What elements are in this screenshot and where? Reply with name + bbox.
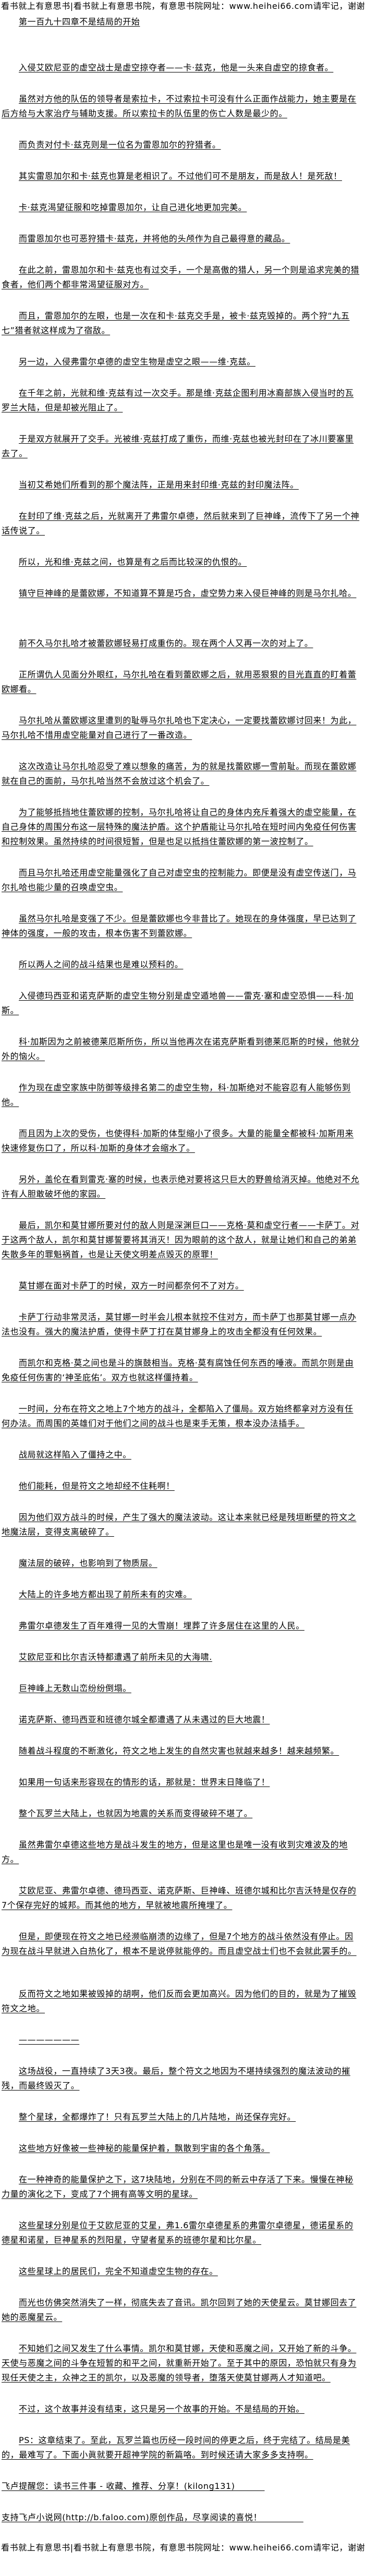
paragraph: 所以两人之间的战斗结果也是难以预料的。 <box>19 959 184 969</box>
paragraph: 正所谓仇人见面分外眼红，马尔扎哈在看到蕾欧娜之后，就用恶狠狠的目光直直的盯着蕾欧… <box>2 670 357 694</box>
paragraph: 因为他们双方战斗的时候，产生了强大的魔法波动。这让本来就已经是残垣断壁的符文之地… <box>2 1512 357 1537</box>
paragraph: 为了能够抵挡地住蕾欧娜的控制，马尔扎哈将让自己的身体内充斥着强大的虚空能量，在自… <box>2 807 357 846</box>
paragraph: 反而符文之地如果被毁掉的胡啊，他们反而会更加高兴。因为他们的目的，就是为了摧毁符… <box>2 1989 357 2013</box>
site-notes: 飞卢提醒您：读书三件事 - 收藏、推荐、分享！(kilong131) 支持飞卢小… <box>2 2479 361 2525</box>
site-banner-top: 看书就上有意思书|看书就上有意思书院，有意思书院网址：www.heihei66.… <box>1 1 365 11</box>
paragraph: 艾欧尼亚、弗雷尔卓德、德玛西亚、诺克萨斯、巨神峰、班德尔城和比尔吉沃特是仅存的7… <box>2 1886 357 1910</box>
paragraph: 大陆上的许多地方都出现了前所未有的灾难。 <box>19 1589 192 1599</box>
paragraph: 马尔扎哈从蕾欧娜这里遭到的耻辱马尔扎哈也下定决心，一定要找蕾欧娜讨回来！为此，马… <box>2 715 357 740</box>
paragraph: PS：这章结束了。至此，瓦罗兰篇也历经一段时间的停更之后，终于完结了。结局是美的… <box>2 2435 350 2460</box>
paragraph: 巨神峰上无数山峦纷纷倒塌。 <box>19 1683 131 1693</box>
paragraph: 随着战斗程度的不断激化，符文之地上发生的自然灾害也就越来越多！越来越频繁。 <box>19 1746 339 1756</box>
chapter-body: 入侵艾欧尼亚的虚空战士是虚空掠夺者——卡·兹克，他是一头来自虚空的掠食者。虽然对… <box>2 60 361 2462</box>
paragraph: 战局就这样陷入了僵持之中。 <box>19 1450 131 1460</box>
paragraph: 不知她们之间又发生了什么事情。凯尔和莫甘娜，天使和恶魔之间，又开始了新的斗争。天… <box>2 2343 357 2383</box>
paragraph: 另外，盖伦在看到雷克·塞的时候，也表示绝对要将这只巨大的野兽给消灭掉。他绝对不允… <box>2 1174 360 1199</box>
paragraph: 在一种神奇的能量保护之下，这7块陆地，分别在不同的新云中存活了下来。慢慢在神秘力… <box>2 2174 354 2199</box>
paragraph: 而且因为上次的受伤，也使得科·加斯的体型缩小了很多。大量的能量全都被科·加斯用来… <box>2 1128 354 1153</box>
paragraph: 一时间，分布在符文之地上7个地方的战斗，全都陷入了僵局。双方始终都拿对方没有任何… <box>2 1404 354 1428</box>
paragraph: 虽然对方他的队伍的领导者是索拉卡，不过索拉卡可没有什么正面作战能力，她主要是在后… <box>2 94 357 118</box>
paragraph: 他们能耗，但是符文之地却经不住耗啊！ <box>19 1481 175 1491</box>
paragraph: 虽然弗雷尔卓德这些地方是战斗发生的地方，但是这里也是唯一没有收到灾难波及的地方。 <box>2 1840 348 1864</box>
reading-reminder: 飞卢提醒您：读书三件事 - 收藏、推荐、分享！(kilong131) <box>2 2481 265 2491</box>
paragraph: 而且，雷恩加尔的左眼，也是一次在和卡·兹克交手是，被卡·兹克毁掉的。两个狩“九五… <box>2 311 350 335</box>
paragraph: 而凯尔和克格·莫之间也是斗的旗鼓相当。克格·莫有腐蚀任何东西的唾液。而凯尔则是由… <box>2 1358 354 1382</box>
site-banner-bottom: 看书就上有意思书|看书就上有意思书院，有意思书院网址：www.heihei66.… <box>1 2543 365 2553</box>
chapter-title: 第一百九十四章不是结局的开始 <box>19 17 140 27</box>
paragraph: 入侵德玛西亚和诺克萨斯的虚空生物分别是虚空遁地兽——雷克·塞和虚空恐惧——科·加… <box>2 991 354 1015</box>
paragraph: 在封印了维·克兹之后，光就离开了弗雷尔卓德，然后就来到了巨神峰，流传下了另一个神… <box>2 511 360 536</box>
paragraph: 镇守巨神峰的是蕾欧娜，不知道算不算是巧合，虚空势力来入侵巨神峰的则是马尔扎哈。 <box>19 588 357 598</box>
paragraph: 其实雷恩加尔和卡·兹克也算是老相识了。不过他们可不是朋友，而是敌人！是死敌！ <box>19 171 342 181</box>
paragraph: 但是，即便现在符文之地已经濒临崩溃的边缘了，但是7个地方的战斗依然没有停止。因为… <box>2 1931 357 1956</box>
paragraph: 不过，这个故事并没有结束，这只是另一个故事的开始。不是结局的开始。 <box>19 2404 305 2414</box>
paragraph: 诺克萨斯、德玛西亚和班德尔城全都遭遇了从未遇过的巨大地震！ <box>19 1715 270 1724</box>
chapter-content: 第一百九十四章不是结局的开始 入侵艾欧尼亚的虚空战士是虚空掠夺者——卡·兹克，他… <box>0 14 361 2525</box>
paragraph: 莫甘娜在面对卡萨丁的时候，双方一时间都奈何不了对方。 <box>19 1281 244 1291</box>
paragraph: 而且马尔扎哈还用虚空能量强化了自己对虚空虫的控制能力。即便是没有虚空传送门，马尔… <box>2 868 357 892</box>
paragraph: 艾欧尼亚和比尔吉沃特都遭遇了前所未见的大海啸. <box>19 1652 212 1662</box>
paragraph: 入侵艾欧尼亚的虚空战士是虚空掠夺者——卡·兹克，他是一头来自虚空的掠食者。 <box>19 63 334 72</box>
paragraph: 这些星球上的居民们，完全不知道虚空生物的存在。 <box>19 2266 218 2276</box>
paragraph: 另一边，入侵弗雷尔卓德的虚空生物是虚空之眼——维·克兹。 <box>19 357 256 367</box>
paragraph: 卡萨丁行动非常灵活，莫甘娜一时半会儿根本就控不住对方，而卡萨丁也那莫甘娜一点办法… <box>2 1312 357 1336</box>
section-divider: ——————— <box>19 2035 80 2045</box>
paragraph: 作为现在虚空家族中防御等级排名第二的虚空生物，科·加斯绝对不能容忍有人能够伤到他… <box>2 1083 351 1107</box>
paragraph: 整个星球，全都爆炸了！只有瓦罗兰大陆上的几片陆地，尚还保存完好。 <box>19 2112 296 2122</box>
paragraph: 所以，光和维·克兹之间，也算是有之后而比较深的仇恨的。 <box>19 557 247 567</box>
support-notice: 支持飞卢小说网(http://b.faloo.com)原创作品，尽享阅读的喜悦！ <box>2 2512 303 2522</box>
paragraph: 在此之前，雷恩加尔和卡·兹克也有过交手，一个是高傲的猎人，另一个则是追求完美的猎… <box>2 265 360 289</box>
paragraph: 整个瓦罗兰大陆上，也就因为地震的关系而变得破碎不堪了。 <box>19 1808 253 1818</box>
paragraph: 卡·兹克渴望征服和吃掉雷恩加尔，让自己进化地更加完美。 <box>19 202 247 212</box>
paragraph: 科·加斯因为之前被德莱厄斯所伤，所以当他再次在诺克萨斯看到德莱厄斯的时候，他就分… <box>2 1037 360 1061</box>
paragraph: 而雷恩加尔也可恶狩猎卡·兹克，并将他的头颅作为自己最得意的藏品。 <box>19 234 290 244</box>
paragraph: 这些星球分别是位于艾欧尼亚的艾星，弗1.6雷尔卓德星系的弗雷尔卓德星，德诺星系的… <box>2 2220 354 2245</box>
paragraph: 而负责对付卡·兹克则是一位名为雷恩加尔的狩猎者。 <box>19 140 221 150</box>
paragraph: 于是双方就展开了交手。光被维·克兹打成了重伤，而维·克兹也被光封印在了冰川要塞里… <box>2 434 354 458</box>
paragraph: 虽然马尔扎哈是变强了不少。但是蕾欧娜也今非昔比了。她现在的身体强度，早已达到了神… <box>2 914 357 938</box>
paragraph: 而光也仿佛突然消失了一样，彻底失去了音讯。凯尔回到了她的天使星云。莫甘娜回去了她… <box>2 2298 357 2322</box>
paragraph: 弗雷尔卓德发生了百年难得一见的大雪崩！埋葬了许多居住在这里的人民。 <box>19 1621 305 1631</box>
paragraph: 这些地方好像被一些神秘的能量保护着，飘散到宇宙的各个角落。 <box>19 2143 270 2153</box>
paragraph: 这次改造让马尔扎哈忍受了难以想象的痛苦，为的就是找蕾欧娜一雪前耻。而现在蕾欧娜就… <box>2 761 357 786</box>
paragraph: 如果用一句话来形容现在的情形的话，那就是：世界末日降临了！ <box>19 1777 270 1787</box>
paragraph: 当初艾希她们所看到的那个魔法阵，正是用来封印维·克兹的封印魔法阵。 <box>19 480 299 490</box>
paragraph: 魔法层的破碎，也影响到了物质层。 <box>19 1558 157 1568</box>
paragraph: 在千年之前，光就和维·克兹有过一次交手。那是维·克兹企图利用冰裔部族入侵当时的瓦… <box>2 388 354 412</box>
paragraph: 前不久马尔扎哈才被蕾欧娜轻易打成重伤的。现在两个人又再一次的对上了。 <box>19 638 313 648</box>
paragraph: 这场战役，一直持续了3天3夜。最后，整个符文之地因为不堪持续强烈的魔法波动的摧残… <box>2 2066 350 2091</box>
paragraph: 最后，凯尔和莫甘娜所要对付的敌人则是深渊巨口——克格·莫和虚空行者——卡萨丁。对… <box>2 1220 360 1259</box>
